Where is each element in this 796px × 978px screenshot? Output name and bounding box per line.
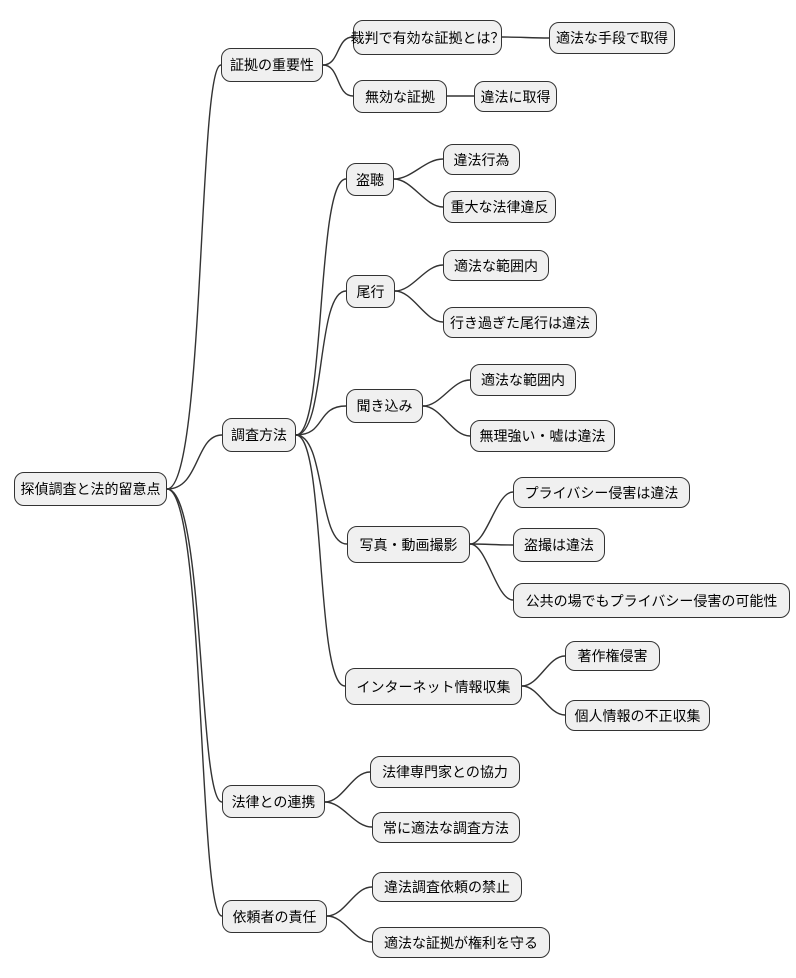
node-always-lawful-methods: 常に適法な調査方法 xyxy=(372,812,520,843)
node-valid-evidence: 裁判で有効な証拠とは？ xyxy=(351,20,505,55)
edge-tailing-excessive xyxy=(394,290,444,323)
edge-tailing-lawful-range xyxy=(394,264,444,292)
node-illegally-acquired: 違法に取得 xyxy=(474,81,557,112)
node-interviews: 聞き込み xyxy=(346,389,423,423)
node-personal-info-collection: 個人情報の不正収集 xyxy=(565,700,710,731)
edge-photo-privacy xyxy=(469,491,514,545)
node-lawful-evidence-protects: 適法な証拠が権利を守る xyxy=(372,927,550,958)
edge-interviews-lawful-range xyxy=(422,379,471,407)
edge-root-legal xyxy=(166,488,223,803)
node-lawful-means-acquire: 適法な手段で取得 xyxy=(549,22,675,54)
edge-root-evidence xyxy=(166,64,222,490)
node-legal-cooperation: 法律との連携 xyxy=(222,785,325,818)
node-excessive-tailing: 行き過ぎた尾行は違法 xyxy=(443,307,597,338)
node-illegal-request-prohibition: 違法調査依頼の禁止 xyxy=(372,872,522,902)
edge-evidence-invalid xyxy=(322,64,354,97)
edge-wiretap-serious-violation xyxy=(393,178,444,208)
edge-client-prohibition xyxy=(326,886,373,917)
edge-internet-personal-info xyxy=(521,685,566,716)
edge-methods-tailing xyxy=(295,290,347,436)
edge-valid-lawful-acquire xyxy=(501,36,550,39)
edge-interviews-coercion xyxy=(422,405,471,437)
edge-methods-internet xyxy=(295,434,346,687)
node-internet-gathering: インターネット情報収集 xyxy=(345,668,522,705)
edge-methods-wiretap xyxy=(295,178,347,436)
edge-legal-always-lawful xyxy=(324,801,373,828)
node-illegal-act: 違法行為 xyxy=(443,144,520,175)
node-tailing-lawful-range: 適法な範囲内 xyxy=(443,250,549,281)
edge-methods-photo xyxy=(295,434,348,545)
edge-client-rights xyxy=(326,915,373,943)
node-serious-violation: 重大な法律違反 xyxy=(443,191,556,223)
node-coercion-lies-illegal: 無理強い・嘘は違法 xyxy=(470,420,615,452)
node-investigation-methods: 調査方法 xyxy=(222,418,296,452)
node-root: 探偵調査と法的留意点 xyxy=(14,472,167,506)
edge-photo-voyeur xyxy=(469,543,514,546)
edge-root-methods xyxy=(166,434,223,490)
node-legal-expert-cooperation: 法律専門家との協力 xyxy=(370,756,520,788)
node-evidence-importance: 証拠の重要性 xyxy=(221,48,323,82)
node-public-privacy-possibility: 公共の場でもプライバシー侵害の可能性 xyxy=(513,583,790,618)
node-tailing: 尾行 xyxy=(346,275,395,308)
edge-methods-interviews xyxy=(295,405,347,436)
node-interview-lawful-range: 適法な範囲内 xyxy=(470,364,576,396)
node-invalid-evidence: 無効な証拠 xyxy=(353,80,447,113)
edge-internet-copyright xyxy=(521,655,566,687)
node-voyeurism-illegal: 盗撮は違法 xyxy=(513,528,605,562)
node-privacy-violation: プライバシー侵害は違法 xyxy=(513,477,690,508)
edge-evidence-valid xyxy=(322,36,354,66)
node-wiretapping: 盗聴 xyxy=(346,163,394,196)
node-photo-video: 写真・動画撮影 xyxy=(347,526,470,563)
node-client-responsibility: 依頼者の責任 xyxy=(222,900,327,933)
edge-legal-expert xyxy=(324,771,371,803)
edge-root-client xyxy=(166,488,223,917)
edge-photo-public-privacy xyxy=(469,543,514,601)
edge-wiretap-illegal-act xyxy=(393,158,444,180)
node-copyright-infringement: 著作権侵害 xyxy=(565,641,660,671)
